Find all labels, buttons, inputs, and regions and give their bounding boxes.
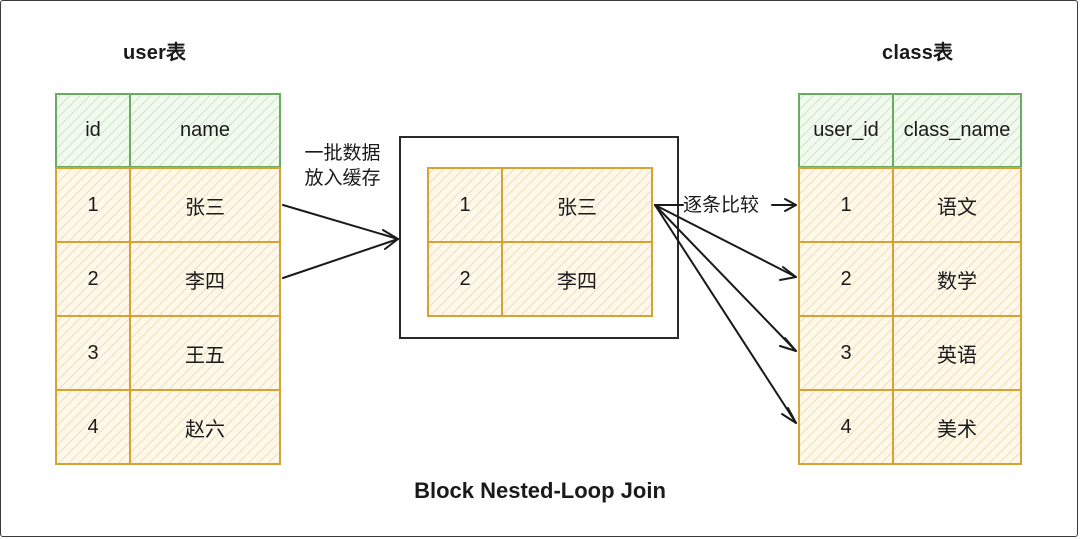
class-row-2-class-name: 数学	[892, 241, 1022, 317]
user-table-title: user表	[123, 42, 187, 64]
user-row-2-id: 2	[55, 241, 131, 317]
class-row-3-class-name: 英语	[892, 315, 1022, 391]
arrow-buffer-to-class-row2	[654, 204, 797, 278]
user-header-name: name	[129, 93, 281, 168]
user-row-3-id: 3	[55, 315, 131, 391]
batch-label-line2: 放入缓存	[304, 167, 381, 189]
class-row-4-class-name: 美术	[892, 389, 1022, 465]
compare-label: 逐条比较	[683, 193, 773, 218]
batch-label-line1: 一批数据	[304, 142, 381, 164]
class-row-1-class-name: 语文	[892, 167, 1022, 243]
arrowhead-class-row3	[779, 337, 797, 352]
user-row-4-id: 4	[55, 389, 131, 465]
batch-label: 一批数据 放入缓存	[290, 141, 395, 191]
user-row-1-id: 1	[55, 167, 131, 243]
user-row-3-name: 王五	[129, 315, 281, 391]
class-row-3-user-id: 3	[798, 315, 894, 391]
user-row-2-name: 李四	[129, 241, 281, 317]
arrow-user-row1-to-buffer	[282, 204, 399, 240]
buffer-row-2-id: 2	[427, 241, 503, 317]
user-row-4-name: 赵六	[129, 389, 281, 465]
arrowhead-class-row4	[781, 407, 797, 424]
class-header-user-id: user_id	[798, 93, 894, 168]
arrow-buffer-to-class-row3	[654, 204, 797, 352]
buffer-row-2-name: 李四	[501, 241, 653, 317]
class-row-1-user-id: 1	[798, 167, 894, 243]
arrow-user-row2-to-buffer	[282, 238, 399, 279]
class-table-title: class表	[882, 42, 954, 64]
class-row-2-user-id: 2	[798, 241, 894, 317]
arrowhead-class-row1	[784, 198, 797, 212]
class-row-4-user-id: 4	[798, 389, 894, 465]
arrowhead-class-row2	[779, 266, 797, 281]
class-header-class-name: class_name	[892, 93, 1022, 168]
arrow-buffer-to-class-row4	[654, 204, 797, 424]
user-header-id: id	[55, 93, 131, 168]
buffer-row-1-name: 张三	[501, 167, 653, 243]
diagram-caption: Block Nested-Loop Join	[414, 478, 666, 503]
user-row-1-name: 张三	[129, 167, 281, 243]
arrowhead-buffer	[382, 229, 399, 250]
buffer-row-1-id: 1	[427, 167, 503, 243]
